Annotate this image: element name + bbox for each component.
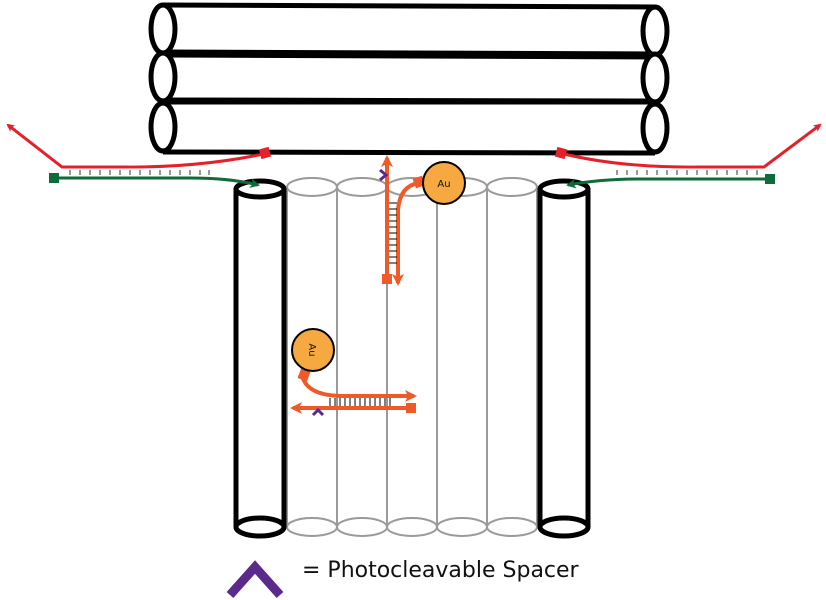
right-red-strand bbox=[559, 123, 822, 169]
upper-au-label: Au bbox=[437, 179, 450, 190]
upper-au-particle: Au bbox=[422, 161, 466, 205]
right-green-strand-end bbox=[765, 174, 775, 184]
lower-au-label: Au bbox=[306, 343, 317, 356]
right-staple-strands bbox=[554, 123, 822, 189]
top-helix-2 bbox=[148, 50, 670, 105]
upper-au-strand bbox=[392, 181, 421, 286]
upper-hybridization-ticks bbox=[389, 202, 397, 264]
right-hybridization-ticks bbox=[616, 170, 758, 175]
lower-anchor-strand-end bbox=[406, 403, 416, 413]
right-outer-helix bbox=[537, 178, 591, 539]
upper-au-linker: Au bbox=[379, 155, 466, 286]
left-red-strand bbox=[6, 123, 269, 169]
top-helix-bundle bbox=[148, 2, 670, 156]
left-green-strand bbox=[55, 176, 260, 188]
left-red-strand-end bbox=[258, 146, 272, 160]
legend-label: = Photocleavable Spacer bbox=[302, 558, 579, 583]
lower-hybridization-ticks bbox=[329, 398, 391, 406]
legend-photocleavable-spacer-icon bbox=[226, 560, 284, 598]
left-outer-helix bbox=[233, 178, 287, 539]
upper-photocleavable-spacer-icon bbox=[379, 168, 389, 182]
right-red-strand-end bbox=[554, 146, 568, 160]
lower-au-strand bbox=[300, 374, 417, 402]
left-staple-strands bbox=[6, 123, 272, 188]
lower-photocleavable-spacer-icon bbox=[311, 407, 325, 417]
lower-au-strand-end bbox=[297, 368, 311, 382]
left-hybridization-ticks bbox=[69, 170, 210, 175]
upper-anchor-strand-end bbox=[382, 274, 392, 284]
lower-au-particle: Au bbox=[291, 328, 335, 372]
top-helix-3 bbox=[148, 99, 670, 156]
top-helix-1 bbox=[148, 2, 670, 58]
lower-au-linker: Au bbox=[290, 328, 417, 417]
right-green-strand bbox=[566, 177, 770, 189]
left-green-strand-end bbox=[49, 173, 59, 183]
